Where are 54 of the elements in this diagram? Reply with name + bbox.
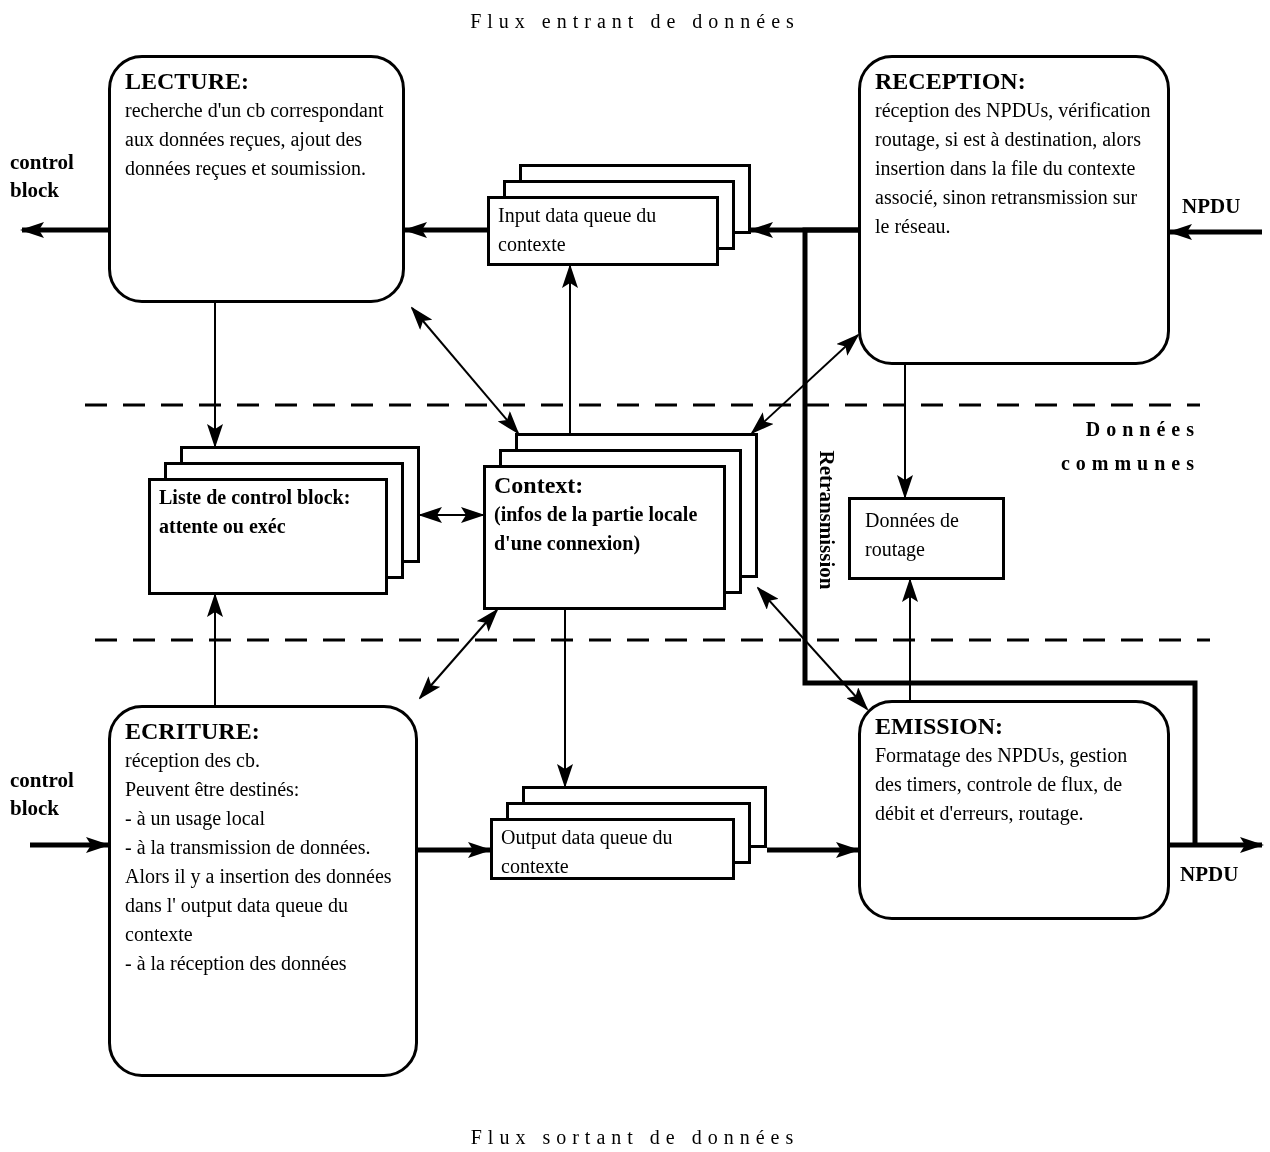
box-text: (infos de la partie locale d'une connexion) — [494, 502, 699, 557]
box-text: - à la réception des données — [125, 951, 348, 977]
section-label: Données communes — [1059, 417, 1200, 476]
box-heading: EMISSION: — [875, 712, 1005, 741]
arrow — [20, 222, 108, 238]
box-text: - à la transmission de données. Alors il y a insertion des données dans l' output data queue du contexte — [125, 835, 393, 947]
edge-label: Retransmission — [814, 449, 840, 592]
box-heading: ECRITURE: — [125, 717, 261, 746]
stacked-box — [148, 446, 420, 595]
arrow — [207, 593, 223, 706]
box-text: Peuvent être destinés: — [125, 777, 301, 802]
process-box — [108, 55, 405, 303]
edge-label: control block — [10, 149, 75, 204]
stacked-box — [483, 433, 758, 610]
edge-label: NPDU — [1182, 193, 1242, 220]
box-text: réception des NPDUs, vérification routage, si est à destination, alors insertion dans la file du contexte associé, sinon retransmission sur le réseau. — [875, 98, 1152, 239]
arrow — [1170, 837, 1264, 853]
box-heading: RECEPTION: — [875, 67, 1027, 96]
edge-label: control block — [10, 767, 75, 822]
arrow — [902, 578, 918, 701]
process-box — [858, 55, 1170, 365]
arrow — [767, 842, 860, 858]
arrow — [418, 842, 492, 858]
edge-label: NPDU — [1180, 861, 1240, 888]
flow-label: Flux sortant de données — [469, 1125, 801, 1150]
flow-label: Flux entrant de données — [469, 9, 801, 34]
stacked-box — [487, 164, 751, 266]
stacked-box — [490, 786, 767, 880]
box-text: Input data queue du contexte — [498, 203, 658, 257]
arrow — [30, 837, 110, 853]
arrow — [756, 586, 869, 711]
box-text: Output data queue du contexte — [501, 825, 674, 879]
arrow — [418, 507, 485, 523]
connector-line — [802, 227, 1198, 845]
arrow — [562, 264, 578, 434]
data-box — [848, 497, 1005, 580]
process-box — [858, 700, 1170, 920]
arrow — [410, 306, 520, 435]
box-heading: LECTURE: — [125, 67, 251, 96]
arrow — [403, 222, 487, 238]
box-text: réception des cb. — [125, 748, 261, 774]
box-text: - à un usage local — [125, 806, 266, 832]
arrow — [557, 609, 573, 788]
box-text: Données de routage — [865, 508, 960, 563]
box-text: recherche d'un cb correspondant aux données reçues, ajout des données reçues et soumission. — [125, 98, 385, 182]
arrow — [418, 608, 499, 700]
box-text: Formatage des NPDUs, gestion des timers, controle de flux, de débit et d'erreurs, routage. — [875, 743, 1129, 827]
arrow — [897, 364, 913, 499]
arrow — [750, 333, 860, 435]
box-text: Liste de control block: attente ou exéc — [159, 485, 352, 539]
arrow — [207, 302, 223, 448]
process-box — [108, 705, 418, 1077]
box-heading: Context: — [494, 471, 585, 500]
arrow — [1168, 224, 1262, 240]
